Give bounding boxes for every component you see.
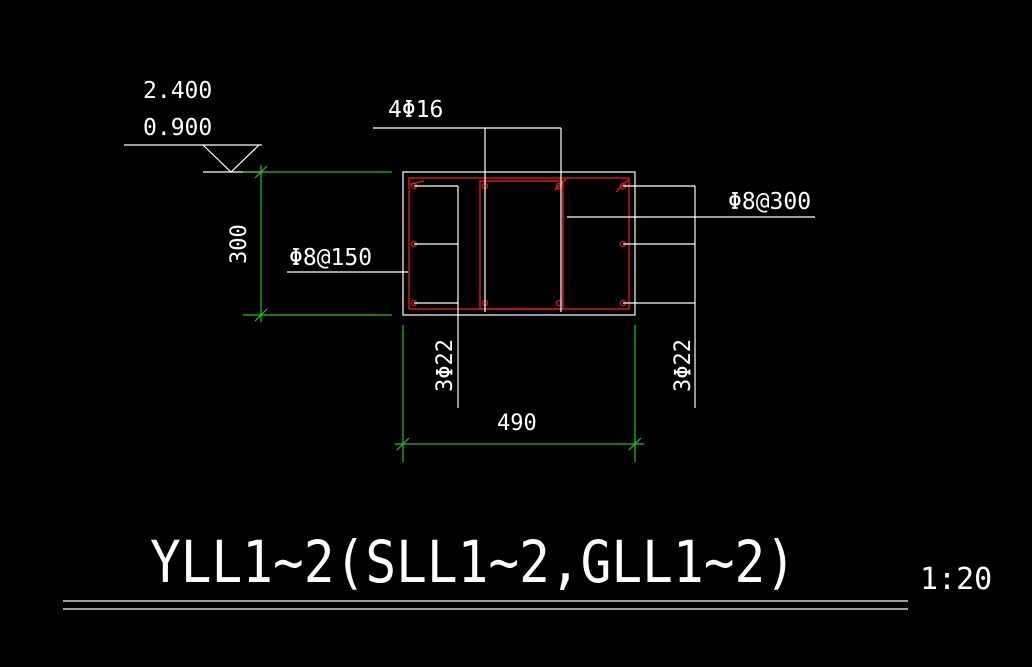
elevation-marker: 2.400 0.900 — [124, 78, 262, 173]
dimension-width: 490 — [395, 325, 644, 462]
elevation-bottom-text: 0.900 — [143, 115, 212, 141]
leader-left-stirrup: Φ8@150 — [287, 185, 459, 408]
dimension-height-text: 300 — [227, 224, 252, 264]
drawing-title: YLL1~2(SLL1~2,GLL1~2) — [150, 528, 796, 596]
label-left-stirrup: Φ8@150 — [289, 245, 372, 271]
label-top-bars: 4Φ16 — [388, 97, 443, 123]
leader-top-bars: 4Φ16 — [373, 97, 562, 312]
elevation-top-text: 2.400 — [143, 78, 212, 104]
leader-right-tie: Φ8@300 — [567, 185, 815, 304]
label-bottom-right: 3Φ22 — [671, 339, 696, 392]
label-bottom-left: 3Φ22 — [433, 339, 458, 392]
drawing-scale: 1:20 — [920, 562, 992, 597]
dimension-width-text: 490 — [497, 411, 537, 436]
label-right-tie: Φ8@300 — [728, 189, 811, 215]
dimension-height: 300 — [227, 165, 392, 322]
